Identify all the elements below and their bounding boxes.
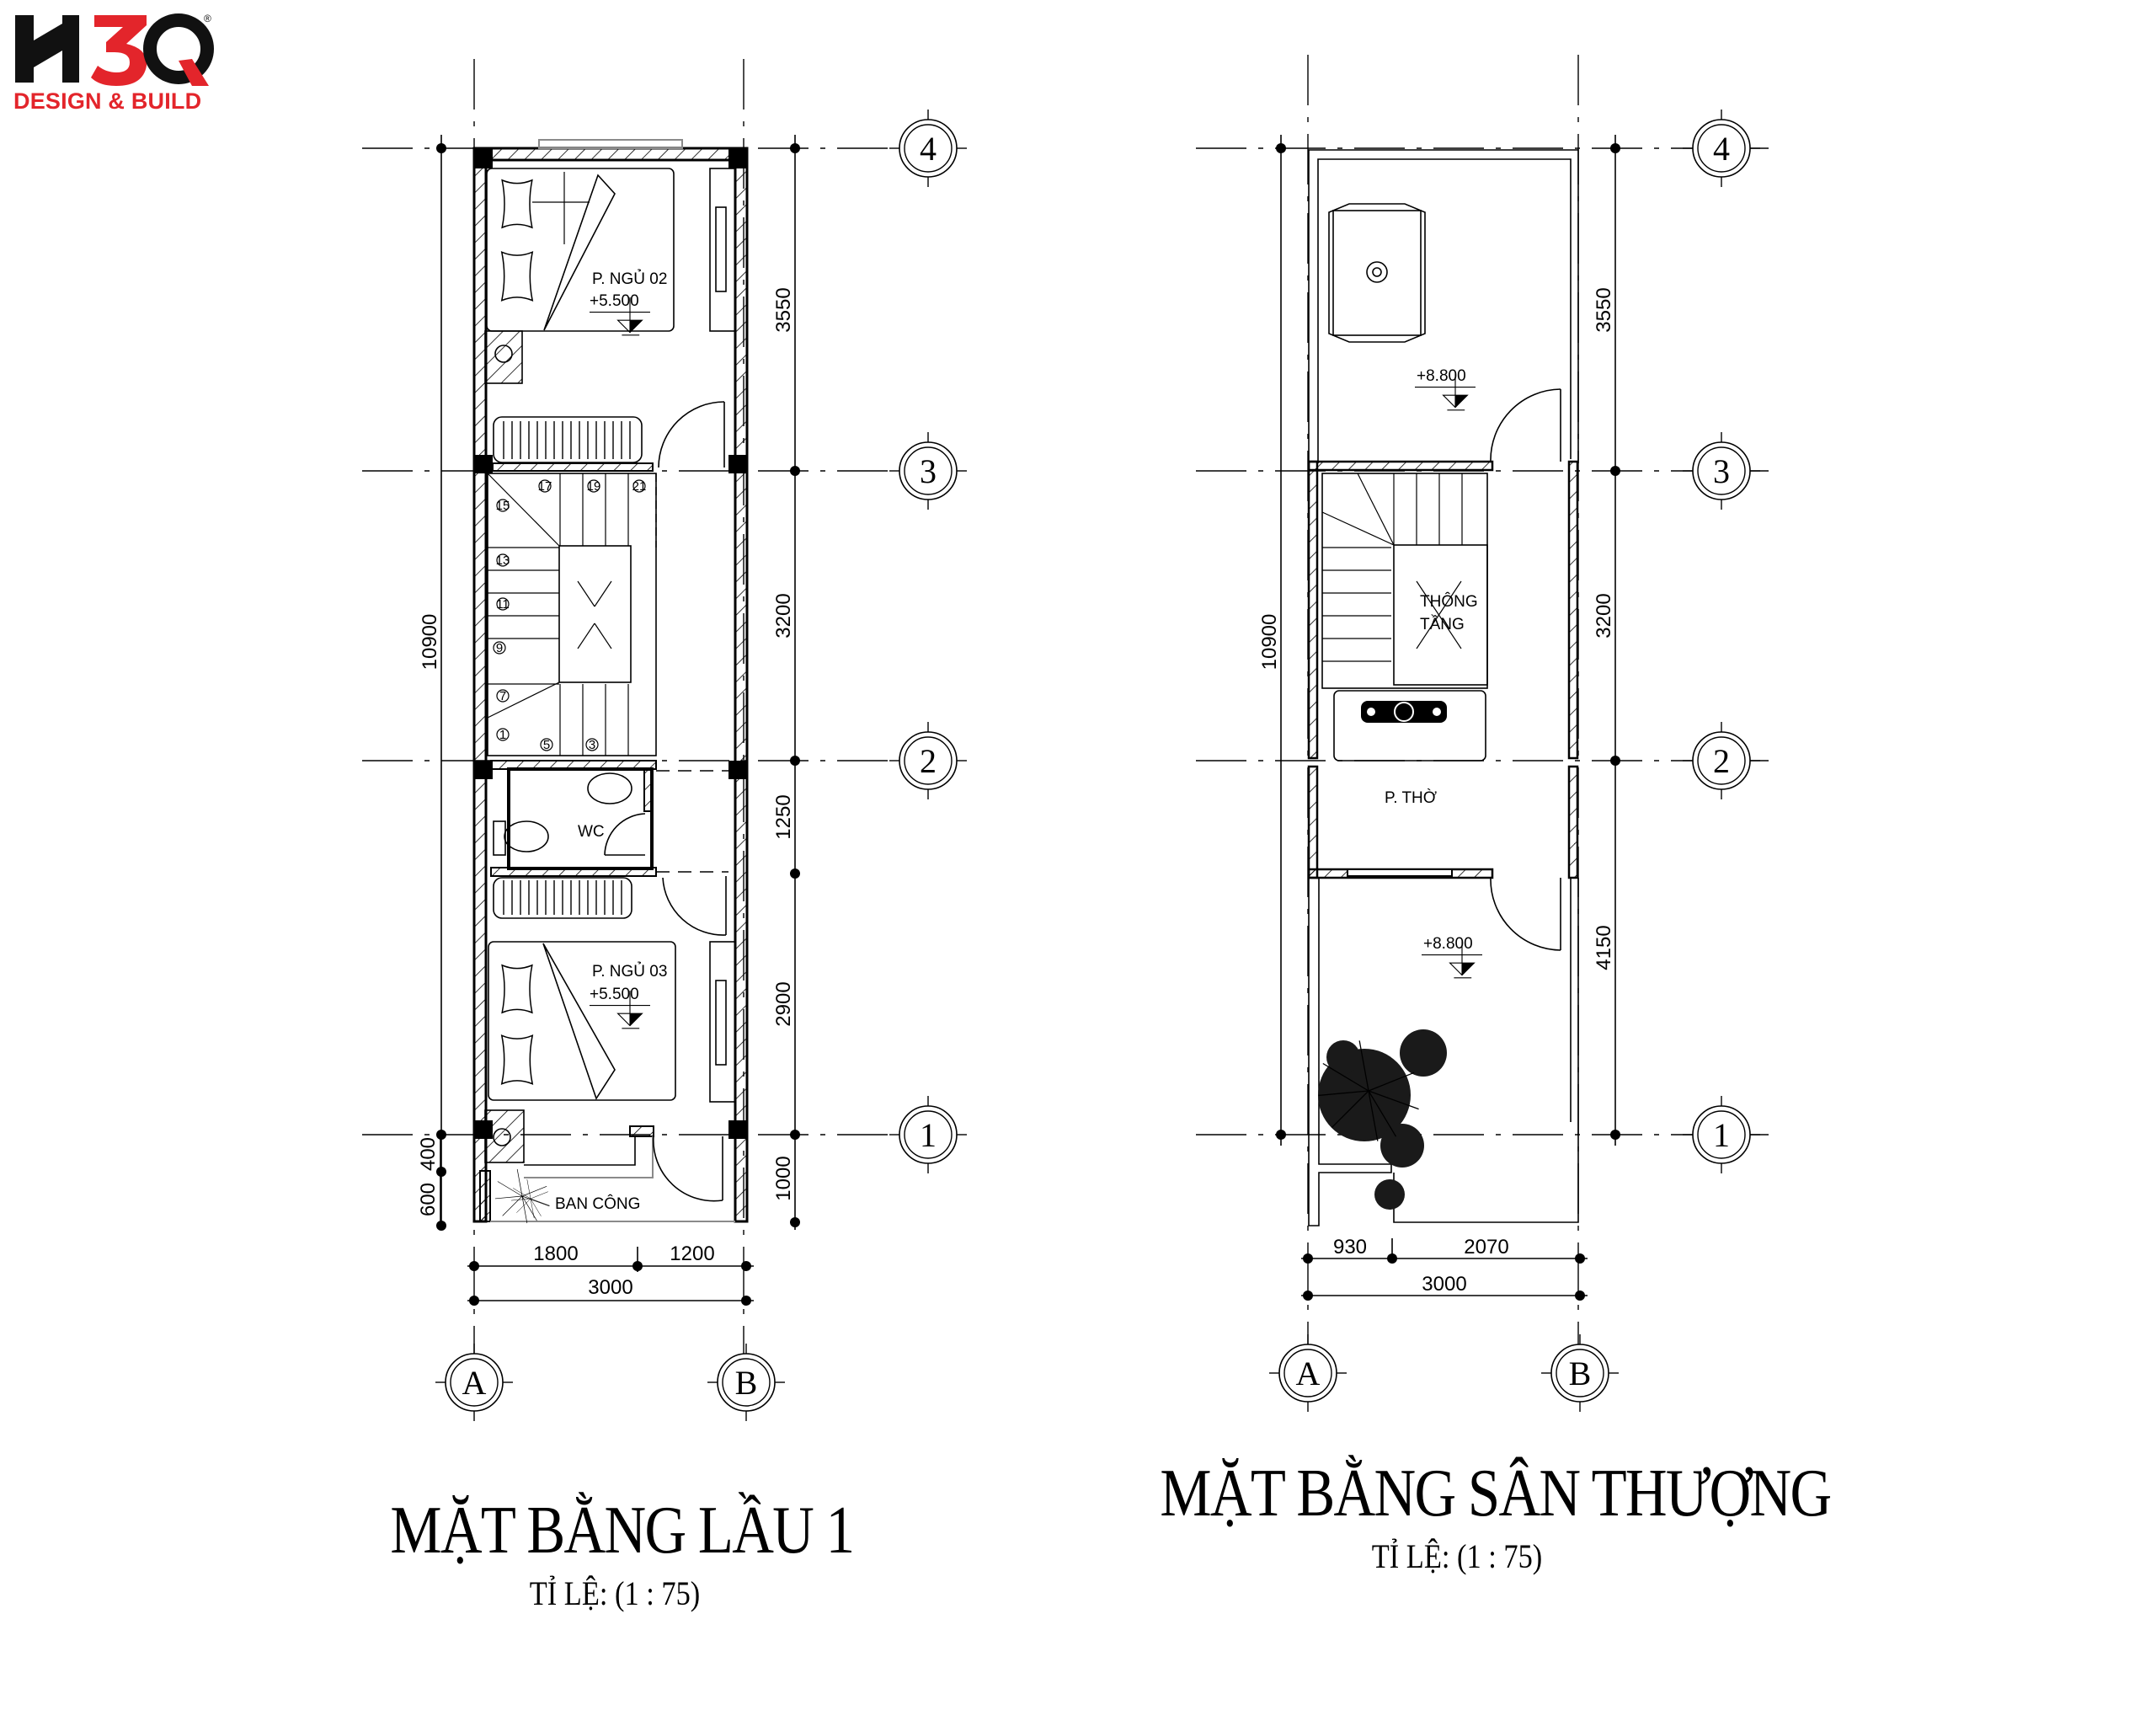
- svg-text:®: ®: [204, 13, 211, 24]
- svg-text:10900: 10900: [419, 614, 441, 671]
- svg-text:10900: 10900: [1258, 614, 1281, 671]
- grid-bubble-2: 2: [920, 742, 937, 780]
- room-label-wc: WC: [578, 823, 605, 841]
- grid-bubble-3: 3: [1713, 452, 1730, 490]
- svg-text:11: 11: [496, 597, 510, 612]
- plan-scale-text: TỈ LỆ: (1 : 75): [1371, 1537, 1543, 1575]
- svg-text:1: 1: [499, 728, 506, 742]
- grid-bubble-a: A: [462, 1364, 487, 1402]
- room-label-ban-cong: BAN CÔNG: [555, 1194, 640, 1213]
- dimension-chain-bottom: 930 2070 3000: [1301, 1236, 1588, 1301]
- svg-text:1200: 1200: [670, 1242, 714, 1265]
- grid-bubble-1: 1: [1713, 1116, 1730, 1154]
- company-logo: ® DESIGN & BUILD: [12, 10, 214, 120]
- terrace-rear: +8.800: [1308, 149, 1579, 463]
- svg-text:1250: 1250: [772, 794, 795, 839]
- terrace-front: +8.800: [1308, 877, 1579, 1226]
- svg-text:930: 930: [1333, 1236, 1367, 1258]
- room-label-p-ngu-02: P. NGỦ 02: [592, 270, 667, 288]
- level-label: +5.500: [590, 986, 639, 1003]
- grid-bubble-a: A: [1296, 1355, 1321, 1392]
- plant-icon: [1317, 1029, 1447, 1210]
- grid-bubble-b: B: [1569, 1355, 1592, 1392]
- grid-bubble-4: 4: [1713, 130, 1730, 168]
- room-wc: WC: [490, 760, 728, 877]
- plan-scale-san-thuong: TỈ LỆ: (1 : 75): [1112, 1536, 1802, 1576]
- dimension-chain-right: 3550 3200 4150: [1593, 135, 1620, 1146]
- h3q-logo-mark-icon: ®: [15, 13, 214, 86]
- grid-bubble-1: 1: [920, 1116, 937, 1154]
- grid-bubble-4: 4: [920, 130, 937, 168]
- room-label-thong-tang-1: THÔNG: [1420, 592, 1478, 611]
- svg-text:1000: 1000: [772, 1156, 795, 1200]
- dimension-chain-left: 10900: [1258, 135, 1286, 1146]
- grid-bubbles: 4 3 2 1 A B: [1269, 110, 1760, 1412]
- level-label: +8.800: [1423, 935, 1473, 953]
- svg-text:3000: 3000: [1422, 1273, 1466, 1296]
- svg-text:600: 600: [417, 1183, 440, 1216]
- svg-text:7: 7: [499, 689, 506, 703]
- grid-bubble-3: 3: [920, 452, 937, 490]
- logo-tagline: DESIGN & BUILD: [13, 88, 202, 114]
- staircase: 1 3 5 7 9 11 13 15 17 19 21: [487, 473, 657, 756]
- dimension-chain-right: 3550 3200 1250 2900 1000: [772, 135, 800, 1230]
- room-label-thong-tang-2: TẦNG: [1420, 615, 1465, 633]
- plan-lau-1: P. NGỦ 02 +5.500: [362, 59, 967, 1421]
- svg-text:3200: 3200: [1593, 593, 1615, 638]
- svg-text:17: 17: [538, 479, 552, 494]
- level-label: +5.500: [590, 292, 639, 310]
- svg-text:4150: 4150: [1593, 925, 1615, 970]
- svg-text:3550: 3550: [772, 287, 795, 332]
- svg-text:5: 5: [543, 738, 550, 752]
- plan-title-text: MẶT BẰNG LẦU 1: [390, 1494, 855, 1568]
- dimension-chain-bottom: 1800 1200 3000: [467, 1242, 754, 1306]
- plan-san-thuong: +8.800: [1196, 55, 1769, 1412]
- svg-text:3200: 3200: [772, 593, 795, 638]
- svg-text:15: 15: [496, 499, 510, 513]
- plan-title-san-thuong: MẶT BẰNG SÂN THƯỢNG: [1112, 1456, 1832, 1532]
- svg-text:2070: 2070: [1464, 1236, 1508, 1258]
- room-p-ngu-02: P. NGỦ 02 +5.500: [484, 168, 736, 472]
- plan-scale-lau-1: TỈ LỆ: (1 : 75): [354, 1574, 876, 1613]
- exterior-walls: [1307, 460, 1579, 879]
- svg-text:19: 19: [587, 479, 601, 494]
- room-label-p-ngu-03: P. NGỦ 03: [592, 962, 667, 981]
- svg-text:9: 9: [496, 641, 503, 655]
- plan-scale-text: TỈ LỆ: (1 : 75): [529, 1574, 701, 1612]
- room-ban-cong: BAN CÔNG: [479, 1109, 735, 1224]
- dimension-chain-left: 10900 400 600: [417, 135, 446, 1231]
- level-label: +8.800: [1417, 367, 1466, 385]
- svg-text:3000: 3000: [588, 1276, 632, 1299]
- plan-title-text: MẶT BẰNG SÂN THƯỢNG: [1160, 1456, 1832, 1531]
- grid-lines: [1196, 55, 1769, 1356]
- room-label-p-tho: P. THỜ: [1385, 788, 1437, 807]
- svg-text:2900: 2900: [772, 981, 795, 1026]
- grid-bubbles: 4 3 2 1 A B: [435, 110, 967, 1421]
- svg-text:1800: 1800: [533, 1242, 578, 1265]
- grid-bubble-b: B: [735, 1364, 758, 1402]
- room-p-ngu-03: P. NGỦ 03 +5.500: [488, 876, 736, 1103]
- grid-bubble-2: 2: [1713, 742, 1730, 780]
- svg-text:400: 400: [417, 1137, 440, 1171]
- svg-text:21: 21: [632, 479, 647, 494]
- exterior-walls: [472, 139, 749, 1223]
- svg-text:3550: 3550: [1593, 287, 1615, 332]
- svg-text:3: 3: [589, 738, 595, 752]
- plan-title-lau-1: MẶT BẰNG LẦU 1: [354, 1493, 876, 1569]
- staircase: THÔNG TẦNG P. THỜ: [1321, 473, 1488, 807]
- svg-text:13: 13: [496, 553, 510, 568]
